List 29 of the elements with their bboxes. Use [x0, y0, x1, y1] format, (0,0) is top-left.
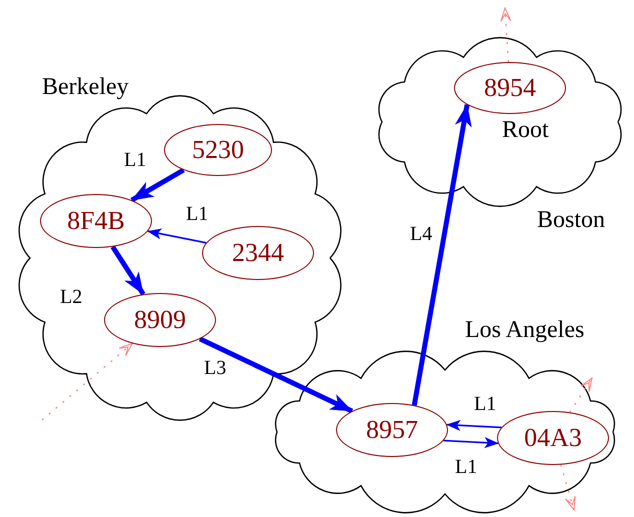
arrow: [412, 104, 472, 406]
node-caption: Root: [502, 118, 549, 142]
ellipse-node: 2344: [202, 226, 314, 280]
cloud-label: Berkeley: [42, 75, 129, 99]
ellipse-node: 04A3: [497, 411, 609, 465]
arrow: [560, 464, 576, 510]
ellipse-node: 8957: [336, 403, 448, 457]
edge-label: L1: [474, 394, 496, 414]
arrow: [148, 228, 206, 244]
arrow: [42, 343, 133, 420]
ellipse-node: 8909: [104, 293, 216, 347]
arrow: [500, 8, 512, 62]
arrow: [443, 437, 498, 448]
arrow: [198, 336, 354, 414]
ellipse-node: 8954: [454, 62, 566, 114]
edge-label: L4: [410, 224, 432, 244]
edge-label: L1: [186, 204, 208, 224]
arrow: [446, 420, 502, 431]
ellipse-node: 5230: [164, 124, 272, 176]
arrow: [130, 168, 185, 202]
edge-label: L3: [204, 358, 226, 378]
arrow: [110, 245, 146, 296]
edge-label: L2: [60, 287, 82, 307]
edge-label: L1: [124, 150, 146, 170]
arrow: [569, 378, 592, 413]
cloud-label: Boston: [537, 208, 606, 232]
edge-label: L1: [455, 457, 478, 477]
cloud-label: Los Angeles: [465, 318, 584, 342]
ellipse-node: 8F4B: [40, 194, 152, 248]
